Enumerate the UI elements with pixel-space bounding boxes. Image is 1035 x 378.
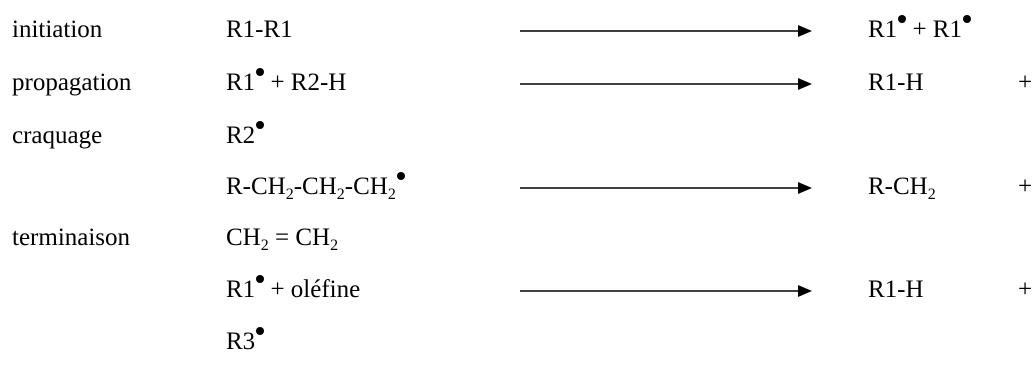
radical-dot-icon xyxy=(256,327,265,335)
right-arrow-icon xyxy=(520,285,812,297)
row-initiation: initiation R1-R1 R1 + R1 xyxy=(0,10,1035,50)
product-r1-a: R1 xyxy=(868,16,898,43)
label-initiation: initiation xyxy=(12,16,103,43)
product-r1-b: R1 xyxy=(932,16,962,43)
right-arrow-icon xyxy=(520,182,812,194)
formula-part: = CH xyxy=(268,224,331,251)
trailing-plus: + xyxy=(1018,173,1033,200)
species-ethylene: CH2 = CH2 xyxy=(226,218,338,258)
reactant-r4: R1 + oléfine xyxy=(226,270,360,310)
label-terminaison: terminaison xyxy=(12,224,131,251)
species-r2: R2 xyxy=(226,122,256,149)
reactant-r4-a: R1 xyxy=(226,276,256,303)
trailing-plus: + xyxy=(1018,69,1033,96)
radical-dot-icon xyxy=(256,68,265,76)
formula-part: -CH xyxy=(344,173,388,200)
right-arrow-icon xyxy=(520,78,812,90)
row-terminaison: terminaison CH2 = CH2 xyxy=(0,218,1035,258)
formula-part: R-CH xyxy=(868,173,928,200)
formula-subscript: 2 xyxy=(330,237,339,254)
right-arrow-icon xyxy=(520,25,812,37)
formula-part: -CH xyxy=(293,173,337,200)
species-r3: R3 xyxy=(226,328,256,355)
species-r2-radical: R2 xyxy=(226,116,265,156)
radical-dot-icon xyxy=(396,172,405,180)
row-cracking-reaction: R-CH2-CH2-CH2 R-CH2 + xyxy=(0,167,1035,207)
row-propagation: propagation R1 + R2-H R1-H + xyxy=(0,63,1035,103)
species-r3-radical: R3 xyxy=(226,322,265,362)
reactant-r3: R-CH2-CH2-CH2 xyxy=(226,167,405,207)
reactant-r4-rest: + oléfine xyxy=(264,276,361,303)
product-r1: R1 + R1 xyxy=(868,10,971,50)
trailing-plus: + xyxy=(1018,276,1033,303)
reactant-r2-a: R1 xyxy=(226,69,256,96)
formula-subscript: 2 xyxy=(285,186,294,203)
radical-dot-icon xyxy=(898,15,907,23)
reactant-r1: R1-R1 xyxy=(226,16,293,43)
formula-subscript: 2 xyxy=(387,186,396,203)
formula-subscript: 2 xyxy=(927,186,936,203)
product-r3: R-CH2 xyxy=(868,167,936,207)
row-craquage: craquage R2 xyxy=(0,116,1035,156)
row-termination-reaction: R1 + oléfine R1-H + xyxy=(0,270,1035,310)
radical-dot-icon xyxy=(962,15,971,23)
plus-sign: + xyxy=(906,16,933,43)
row-r3-radical: R3 xyxy=(0,322,1035,362)
formula-subscript: 2 xyxy=(260,237,269,254)
reactant-r2-rest: + R2-H xyxy=(264,69,347,96)
product-r4: R1-H xyxy=(868,276,924,303)
radical-dot-icon xyxy=(256,275,265,283)
label-craquage: craquage xyxy=(12,122,103,149)
formula-part: R-CH xyxy=(226,173,286,200)
label-propagation: propagation xyxy=(12,69,132,96)
formula-subscript: 2 xyxy=(336,186,345,203)
reactant-r2: R1 + R2-H xyxy=(226,63,346,103)
formula-part: CH xyxy=(226,224,261,251)
product-r2: R1-H xyxy=(868,69,924,96)
radical-dot-icon xyxy=(256,121,265,129)
